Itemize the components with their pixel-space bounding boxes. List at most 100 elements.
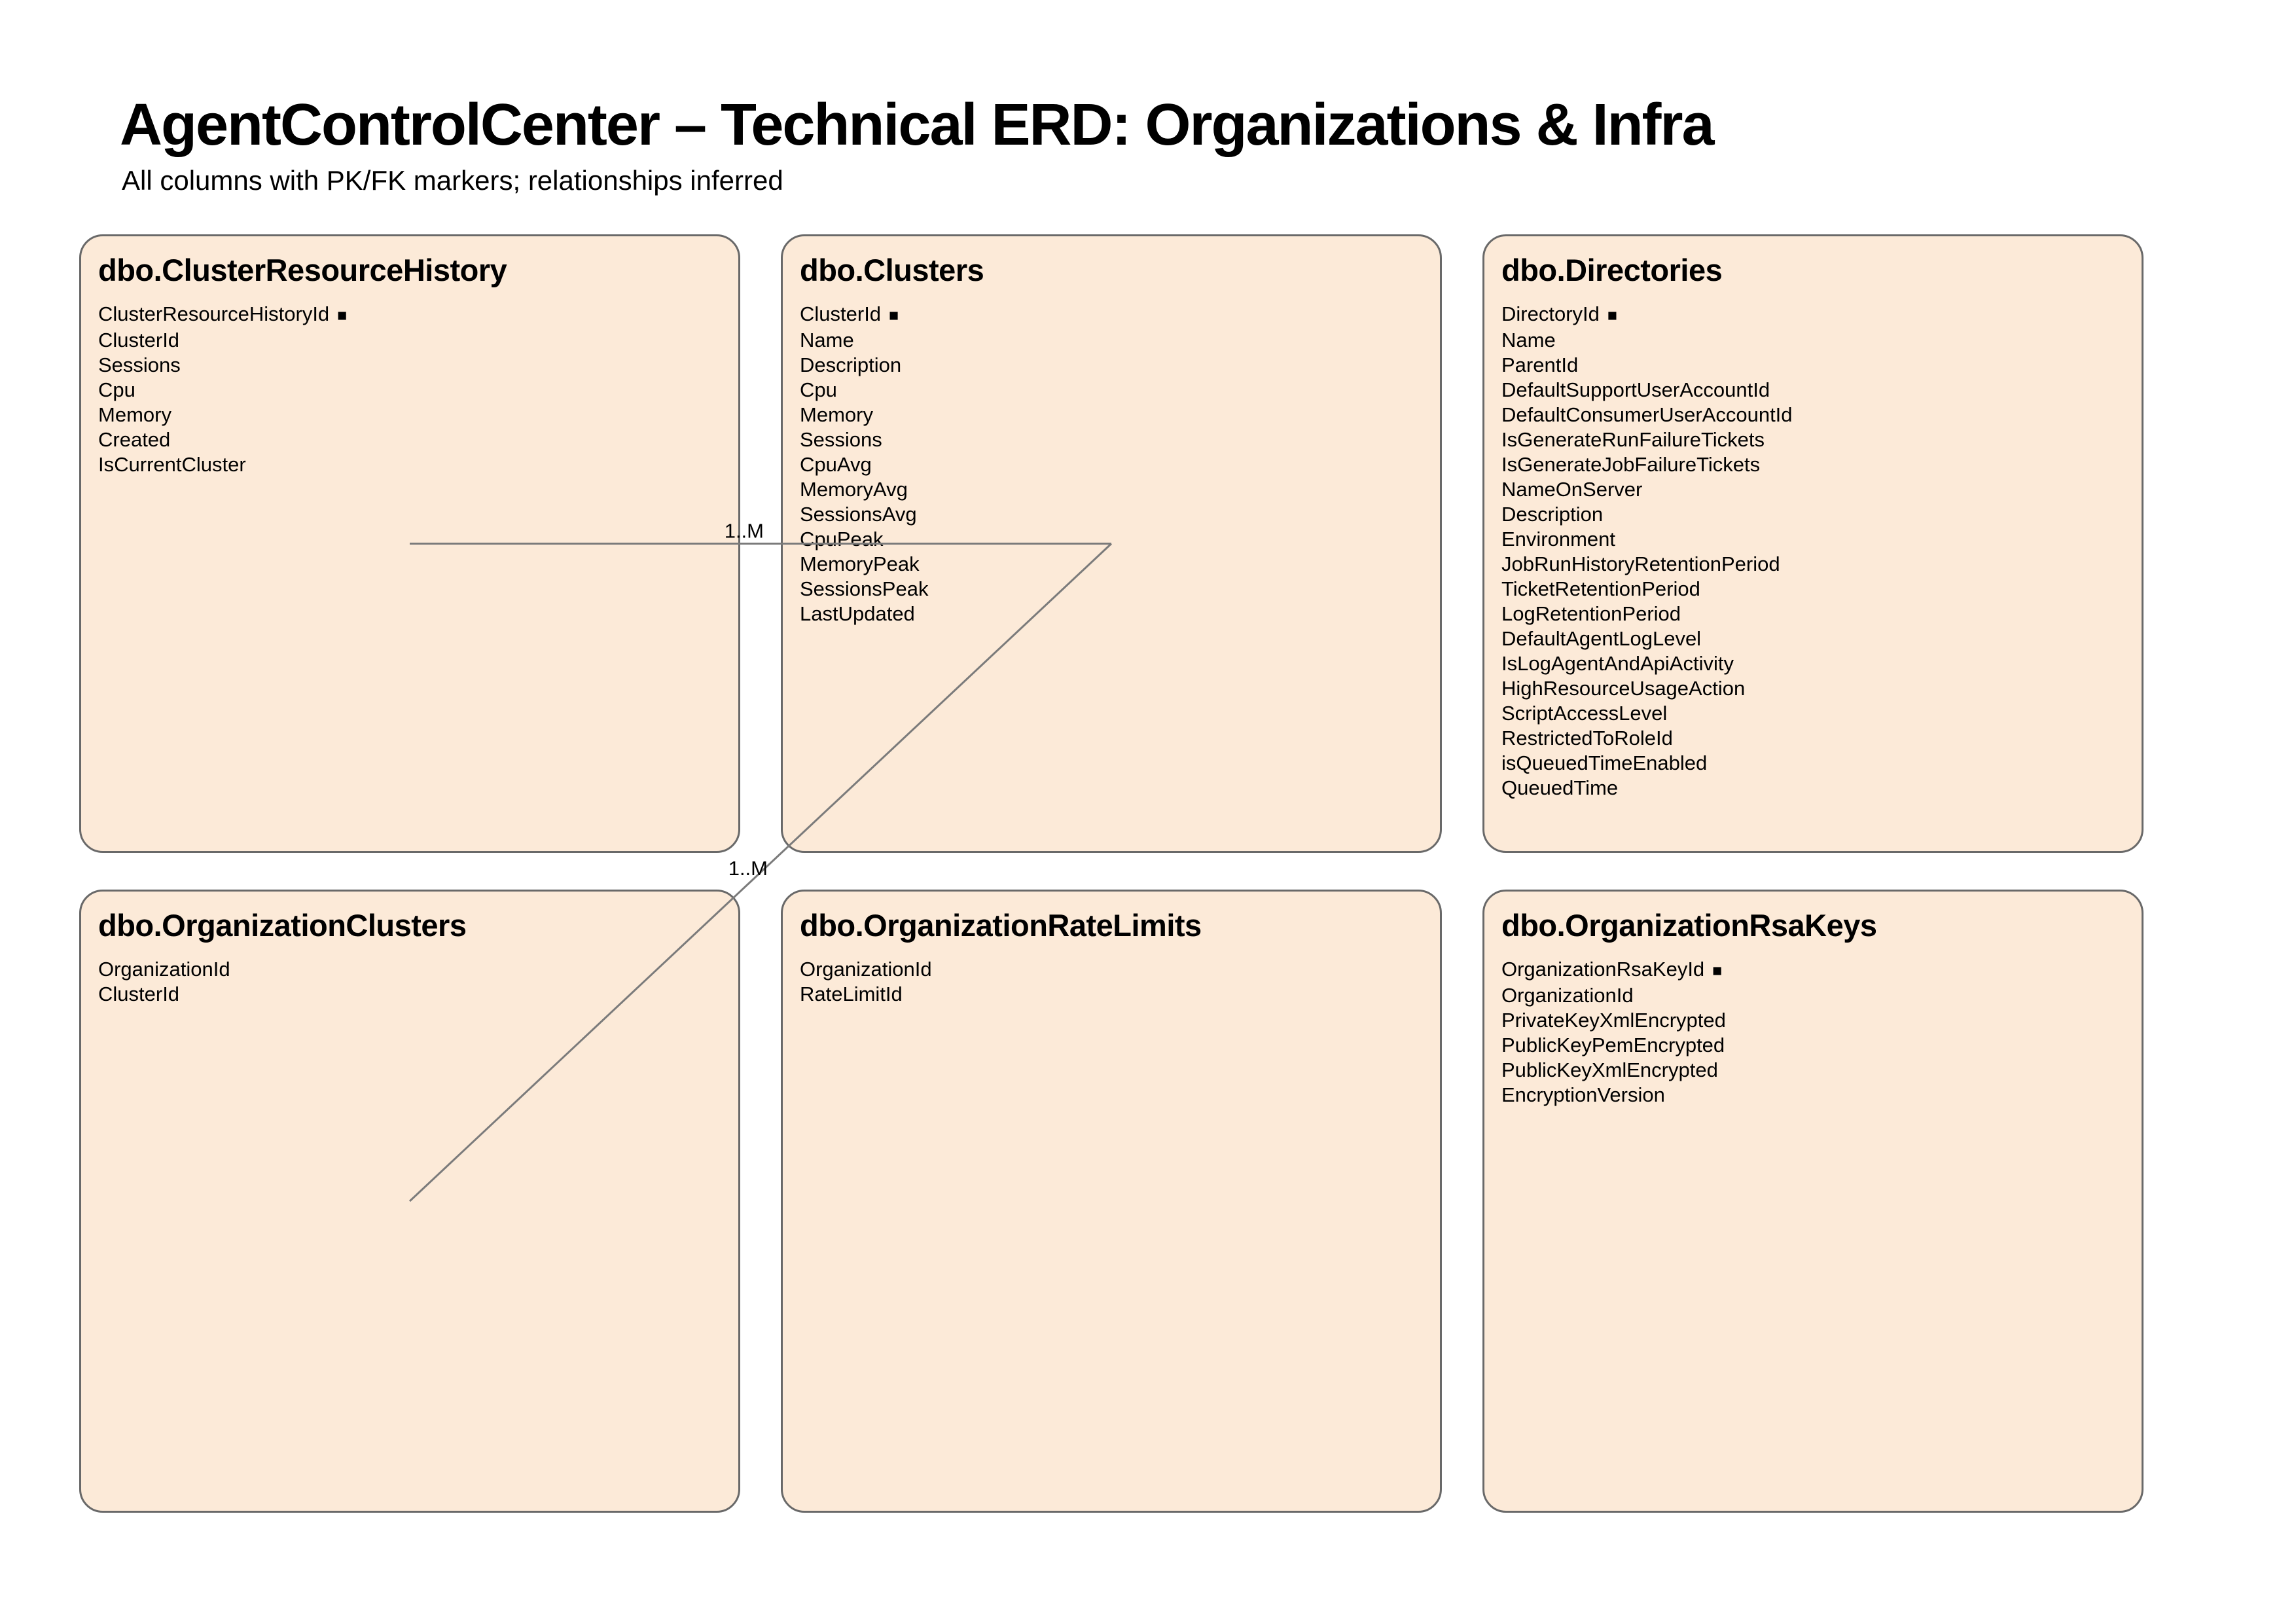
column-name: SessionsPeak (800, 577, 929, 600)
entity-column: NameOnServer (1501, 477, 2125, 502)
column-name: DirectoryId (1501, 302, 1600, 325)
entity-column: CpuAvg (800, 452, 1423, 477)
column-name: IsGenerateRunFailureTickets (1501, 428, 1765, 451)
entity-column: Cpu (98, 378, 721, 403)
entity-column: TicketRetentionPeriod (1501, 577, 2125, 602)
entity-column: ClusterId■ (800, 302, 1423, 328)
column-name: CpuPeak (800, 528, 884, 550)
column-name: PublicKeyPemEncrypted (1501, 1034, 1725, 1056)
column-name: Sessions (98, 353, 181, 376)
entity-table-name: dbo.Directories (1501, 253, 1723, 287)
page-subtitle: All columns with PK/FK markers; relation… (122, 165, 783, 196)
column-name: Cpu (98, 378, 135, 401)
column-name: ClusterResourceHistoryId (98, 302, 330, 325)
entity-column: Description (1501, 502, 2125, 527)
entity-column: ClusterId (98, 982, 721, 1007)
entity-column: Name (1501, 328, 2125, 353)
entity-column: IsCurrentCluster (98, 452, 721, 477)
column-name: OrganizationId (98, 958, 230, 981)
entity-table-name: dbo.ClusterResourceHistory (98, 253, 507, 287)
entity-column: Created (98, 427, 721, 452)
column-name: JobRunHistoryRetentionPeriod (1501, 552, 1780, 575)
entity-column: PrivateKeyXmlEncrypted (1501, 1008, 2125, 1033)
column-name: CpuAvg (800, 453, 872, 476)
column-name: DefaultConsumerUserAccountId (1501, 403, 1793, 426)
entity-table-name: dbo.OrganizationClusters (98, 908, 467, 943)
column-name: SessionsAvg (800, 503, 917, 526)
entity-table-name: dbo.Clusters (800, 253, 984, 287)
entity-column: Name (800, 328, 1423, 353)
column-name: RateLimitId (800, 983, 903, 1005)
column-name: ClusterId (98, 983, 180, 1005)
entity-column: DefaultSupportUserAccountId (1501, 378, 2125, 403)
entity-column: OrganizationId (800, 957, 1423, 982)
entity-column: CpuPeak (800, 527, 1423, 552)
entity-column: Sessions (98, 353, 721, 378)
entity-column: DefaultConsumerUserAccountId (1501, 403, 2125, 427)
column-name: ClusterId (98, 329, 180, 352)
entity-table[interactable]: dbo.ClusterResourceHistory ClusterResour… (79, 234, 740, 853)
entity-column: QueuedTime (1501, 776, 2125, 801)
entity-column: EncryptionVersion (1501, 1083, 2125, 1108)
entity-column: HighResourceUsageAction (1501, 676, 2125, 701)
entity-column: IsGenerateJobFailureTickets (1501, 452, 2125, 477)
column-name: ScriptAccessLevel (1501, 702, 1668, 725)
column-name: OrganizationId (1501, 984, 1634, 1007)
entity-column: ScriptAccessLevel (1501, 701, 2125, 726)
entity-table[interactable]: dbo.OrganizationRateLimits OrganizationI… (781, 890, 1442, 1513)
column-name: Description (800, 353, 902, 376)
entity-column: ParentId (1501, 353, 2125, 378)
entity-column: ClusterId (98, 328, 721, 353)
entity-table[interactable]: dbo.OrganizationRsaKeys OrganizationRsaK… (1482, 890, 2144, 1513)
entity-column: IsGenerateRunFailureTickets (1501, 427, 2125, 452)
entity-column: SessionsAvg (800, 502, 1423, 527)
entity-column: Memory (800, 403, 1423, 427)
page-title: AgentControlCenter – Technical ERD: Orga… (120, 92, 1715, 158)
entity-column: SessionsPeak (800, 577, 1423, 602)
column-name: LastUpdated (800, 602, 915, 625)
entity-column: Memory (98, 403, 721, 427)
entity-column: OrganizationRsaKeyId■ (1501, 957, 2125, 983)
column-name: IsLogAgentAndApiActivity (1501, 652, 1734, 675)
entity-column: PublicKeyXmlEncrypted (1501, 1058, 2125, 1083)
column-name: Description (1501, 503, 1604, 526)
entity-column: Sessions (800, 427, 1423, 452)
entity-column: IsLogAgentAndApiActivity (1501, 651, 2125, 676)
column-name: HighResourceUsageAction (1501, 677, 1746, 700)
column-name: Created (98, 428, 171, 451)
column-name: isQueuedTimeEnabled (1501, 751, 1708, 774)
entity-column: OrganizationId (1501, 983, 2125, 1008)
column-name: Cpu (800, 378, 837, 401)
column-name: Memory (98, 403, 171, 426)
entity-column: PublicKeyPemEncrypted (1501, 1033, 2125, 1058)
column-name: RestrictedToRoleId (1501, 727, 1673, 749)
entity-column: RestrictedToRoleId (1501, 726, 2125, 751)
column-name: Sessions (800, 428, 882, 451)
column-name: IsGenerateJobFailureTickets (1501, 453, 1761, 476)
column-name: MemoryPeak (800, 552, 920, 575)
entity-column: Description (800, 353, 1423, 378)
column-name: TicketRetentionPeriod (1501, 577, 1700, 600)
column-name: IsCurrentCluster (98, 453, 246, 476)
entity-column: isQueuedTimeEnabled (1501, 751, 2125, 776)
column-name: Name (800, 329, 854, 352)
entity-column: JobRunHistoryRetentionPeriod (1501, 552, 2125, 577)
column-name: ParentId (1501, 353, 1579, 376)
column-name: PublicKeyXmlEncrypted (1501, 1058, 1718, 1081)
column-name: DefaultAgentLogLevel (1501, 627, 1702, 650)
column-name: LogRetentionPeriod (1501, 602, 1681, 625)
entity-table-name: dbo.OrganizationRsaKeys (1501, 908, 1877, 943)
primary-key-icon: ■ (1607, 306, 1617, 325)
column-name: NameOnServer (1501, 478, 1643, 501)
column-name: QueuedTime (1501, 776, 1619, 799)
